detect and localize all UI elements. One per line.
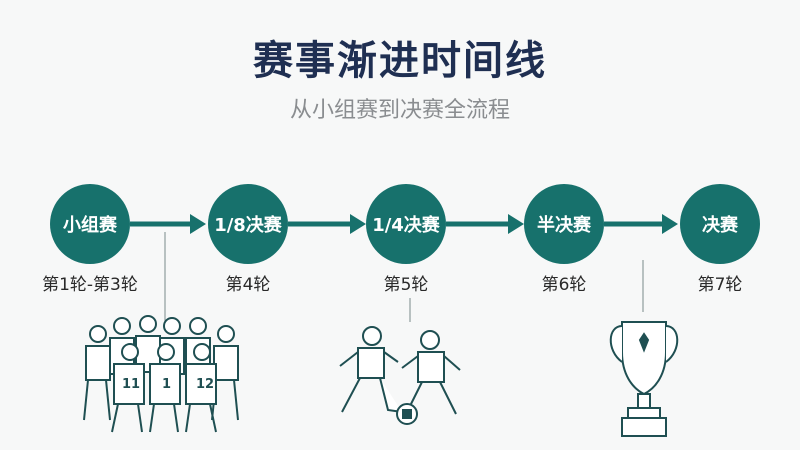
- page-subtitle: 从小组赛到决赛全流程: [289, 98, 510, 123]
- stage-node-semifinal: 半决赛: [524, 184, 604, 264]
- players-soccer-ball-icon: [339, 326, 461, 425]
- svg-text:12: 12: [196, 377, 214, 392]
- stage-node-final: 决赛: [680, 184, 760, 264]
- jersey-numbers: 11 1 12: [122, 377, 214, 392]
- arrow-head-4: [662, 214, 678, 234]
- page-title: 赛事渐进时间线: [253, 38, 547, 84]
- stage-round-final: 第7轮: [697, 275, 743, 295]
- stage-round-quarterfinal: 第5轮: [383, 275, 429, 295]
- team-huddle-icon: 11 1 12: [83, 315, 239, 433]
- player-left: [339, 326, 403, 413]
- stage-node-group: 小组赛: [50, 184, 130, 264]
- stage-round-round-of-16: 第4轮: [225, 275, 271, 295]
- drop-lines: [164, 232, 644, 330]
- arrow-head-2: [350, 214, 366, 234]
- stage-round-semifinal: 第6轮: [541, 275, 587, 295]
- stage-round-group: 第1轮-第3轮: [42, 275, 138, 295]
- stage-node-round-of-16: 1/8决赛: [208, 184, 288, 264]
- stage-node-quarterfinal: 1/4决赛: [366, 184, 446, 264]
- arrow-head-1: [190, 214, 206, 234]
- svg-text:1: 1: [162, 377, 171, 392]
- player-right: [401, 330, 461, 415]
- soccer-ball: [396, 403, 418, 425]
- arrow-head-3: [508, 214, 524, 234]
- trophy-icon: [609, 321, 679, 437]
- player-figure: [83, 325, 111, 421]
- player-back-row: [111, 343, 217, 433]
- player-figure: [211, 325, 239, 421]
- svg-text:11: 11: [122, 377, 140, 392]
- arrow-heads: [190, 214, 678, 234]
